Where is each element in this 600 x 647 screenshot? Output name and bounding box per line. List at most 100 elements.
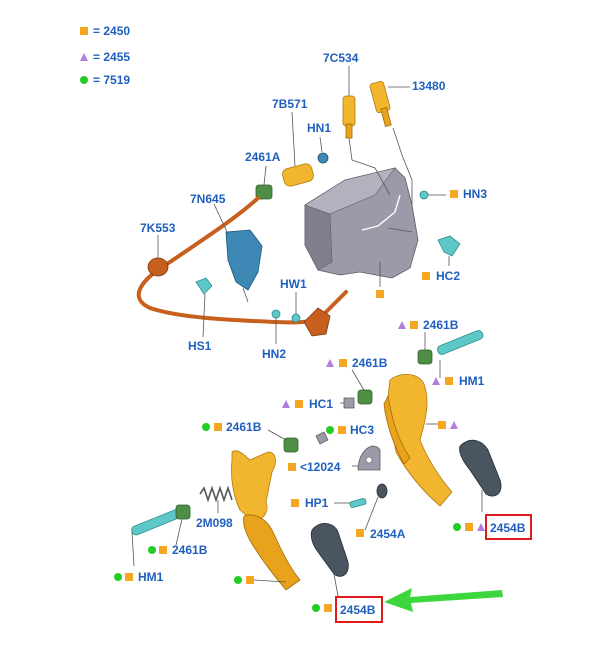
- brake-pedal-arm-side: [383, 394, 411, 465]
- brake-pedal-group: HM1 2461B 2454B: [383, 318, 532, 540]
- clip-hc1: [343, 397, 355, 409]
- marker-sq-2454b-right: [465, 523, 473, 531]
- label-2461a: 2461A: [245, 150, 281, 164]
- clutch-cable-end: [320, 290, 348, 318]
- legend-text-2450: = 2450: [93, 24, 130, 38]
- clutch-pedal-group: 2M098 HM1 2461B 2454B: [114, 450, 383, 623]
- pivot-pin-hm1-right: [437, 330, 484, 355]
- label-2461b-top-right: 2461B: [423, 318, 459, 332]
- label-hc1: HC1: [309, 397, 333, 411]
- marker-ci-2461b-bottom-left: [148, 546, 156, 554]
- label-hs1: HS1: [188, 339, 212, 353]
- marker-sq-2461b-middle: [339, 359, 347, 367]
- legend-text-2455: = 2455: [93, 50, 130, 64]
- legend-square-marker: [80, 27, 88, 35]
- pedal-bracket-face: [304, 204, 333, 271]
- clip-hs1: [195, 277, 213, 295]
- clip-hc3: [315, 431, 329, 445]
- pedal-bracket-top: [304, 167, 396, 215]
- marker-sq-hm1-left: [125, 573, 133, 581]
- stop-switch-13480: [369, 80, 391, 114]
- label-hp1: HP1: [305, 496, 329, 510]
- label-13480: 13480: [412, 79, 446, 93]
- label-2461b-left: 2461B: [226, 420, 262, 434]
- middle-hardware-group: 2461B HC1 HC3 2461B <12024 HP1 2454: [202, 356, 406, 541]
- washer-hw1: [291, 313, 301, 323]
- marker-tri-hm1-right: [432, 377, 440, 385]
- bush-2461b-left: [283, 437, 299, 453]
- marker-ci-2461b-left: [202, 423, 210, 431]
- fastener-hn3: [419, 190, 429, 200]
- marker-sq-hc2: [422, 272, 430, 280]
- marker-ci-hm1-left: [114, 573, 122, 581]
- grommet-7k553: [147, 257, 169, 277]
- label-hc3: HC3: [350, 423, 374, 437]
- label-hm1-right: HM1: [459, 374, 485, 388]
- marker-sq-2461b-left: [214, 423, 222, 431]
- marker-ci-2454b-right: [453, 523, 461, 531]
- marker-ci-hc3: [326, 426, 334, 434]
- marker-sq-bracket: [376, 290, 384, 298]
- marker-tri-2461b-top-right: [398, 321, 406, 329]
- clutch-pedal-pad: [310, 523, 349, 577]
- marker-ci-clutch-arm: [234, 576, 242, 584]
- marker-tri-brake-arm: [450, 421, 458, 429]
- bracket-7n645: [225, 229, 263, 291]
- label-2461b-middle: 2461B: [352, 356, 388, 370]
- highlight-box-2454b-right: [485, 514, 532, 540]
- clip-hc2: [437, 235, 461, 257]
- label-7n645: 7N645: [190, 192, 226, 206]
- marker-sq-2461b-bottom-left: [159, 546, 167, 554]
- marker-ci-2454b-bottom: [312, 604, 320, 612]
- legend-text-7519: = 7519: [93, 73, 130, 87]
- pedal-bracket-group: 7C534 13480 HN3 HC2: [304, 51, 487, 298]
- marker-tri-2454b-right: [477, 523, 485, 531]
- label-hn3: HN3: [463, 187, 487, 201]
- marker-tri-2461b-middle: [326, 359, 334, 367]
- legend: = 2450 = 2455 = 7519: [80, 24, 130, 87]
- cable-assembly-group: 7B571 HN1 2461A 7K553 7N645 HS1 HW1 HN2: [136, 97, 348, 361]
- brake-switch-7c534-plunger: [345, 123, 353, 139]
- label-2m098: 2M098: [196, 516, 233, 530]
- marker-sq-hn3: [450, 190, 458, 198]
- label-2454b-bottom: 2454B: [340, 603, 376, 617]
- fastener-hn2: [271, 309, 281, 319]
- clutch-pedal-arm: [243, 514, 301, 591]
- brake-switch-7c534: [342, 95, 356, 127]
- marker-sq-2454a: [356, 529, 364, 537]
- clutch-pedal-bracket: [231, 450, 276, 521]
- marker-sq-hm1-right: [445, 377, 453, 385]
- label-hc2: HC2: [436, 269, 460, 283]
- cable-end-cap: [303, 307, 331, 337]
- bush-2461b-bottom-left: [175, 504, 191, 520]
- brake-pedal-pad: [459, 439, 502, 497]
- label-12024: <12024: [300, 460, 341, 474]
- label-hw1: HW1: [280, 277, 307, 291]
- damper-7b571: [282, 163, 314, 187]
- marker-sq-12024: [288, 463, 296, 471]
- marker-sq-2461b-top-right: [410, 321, 418, 329]
- marker-sq-clutch-arm: [246, 576, 254, 584]
- label-hn1: HN1: [307, 121, 331, 135]
- marker-sq-brake-arm: [438, 421, 446, 429]
- legend-triangle-marker: [80, 53, 88, 61]
- marker-sq-hc3: [338, 426, 346, 434]
- label-7b571: 7B571: [272, 97, 308, 111]
- label-2461b-bottom-left: 2461B: [172, 543, 208, 557]
- bush-2461b-top-right: [417, 349, 433, 365]
- marker-sq-2454b-bottom: [324, 604, 332, 612]
- stop-switch-13480-plunger: [380, 107, 392, 127]
- clutch-cable: [136, 196, 322, 325]
- legend-circle-marker: [80, 76, 88, 84]
- bush-2461b-middle: [357, 389, 373, 405]
- highlight-box-2454b-bottom: [335, 596, 383, 623]
- stop-2454a: [376, 483, 388, 499]
- label-7k553: 7K553: [140, 221, 176, 235]
- label-2454b-right: 2454B: [490, 521, 526, 535]
- label-2454a: 2454A: [370, 527, 406, 541]
- label-hm1-left: HM1: [138, 570, 164, 584]
- marker-sq-hc1: [295, 400, 303, 408]
- marker-sq-hp1: [291, 499, 299, 507]
- label-7c534: 7C534: [323, 51, 359, 65]
